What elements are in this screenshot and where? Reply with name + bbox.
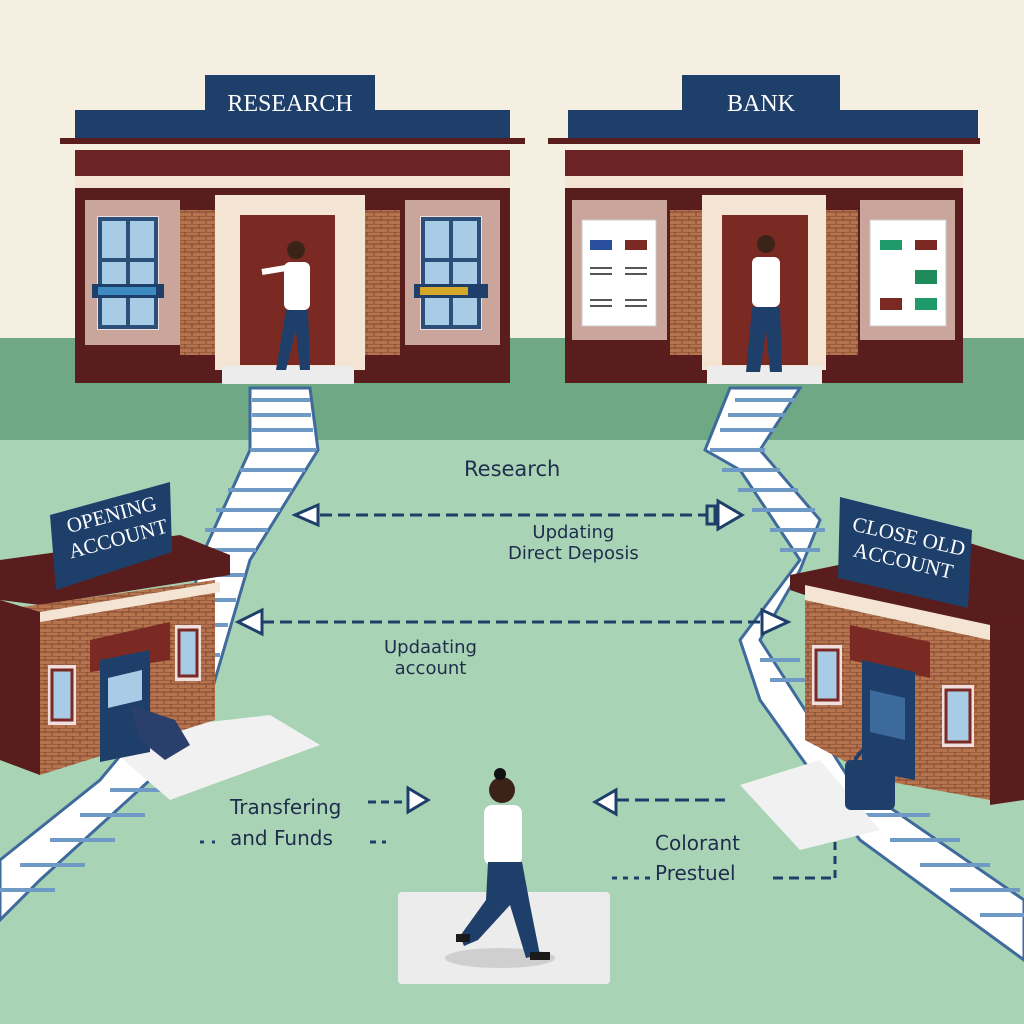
label-updating-account-line2: account bbox=[384, 659, 477, 680]
label-updating-direct: Updating Direct Deposis bbox=[508, 523, 639, 564]
label-research: Research bbox=[464, 457, 560, 481]
label-colorant-line1: Colorant bbox=[655, 828, 740, 858]
label-updating-direct-line1: Updating bbox=[508, 523, 639, 544]
label-updating-account: Updaating account bbox=[384, 638, 477, 679]
label-transfering-line2: and Funds bbox=[230, 823, 341, 854]
label-transfering-line1: Transfering bbox=[230, 792, 341, 823]
label-transfering: Transfering and Funds bbox=[230, 792, 341, 854]
label-colorant-line2: Prestuel bbox=[655, 858, 740, 888]
label-updating-account-line1: Updaating bbox=[384, 638, 477, 659]
sign-bank: BANK bbox=[682, 90, 840, 119]
sign-research: RESEARCH bbox=[205, 90, 375, 119]
label-updating-direct-line2: Direct Deposis bbox=[508, 544, 639, 565]
label-colorant: Colorant Prestuel bbox=[655, 828, 740, 888]
